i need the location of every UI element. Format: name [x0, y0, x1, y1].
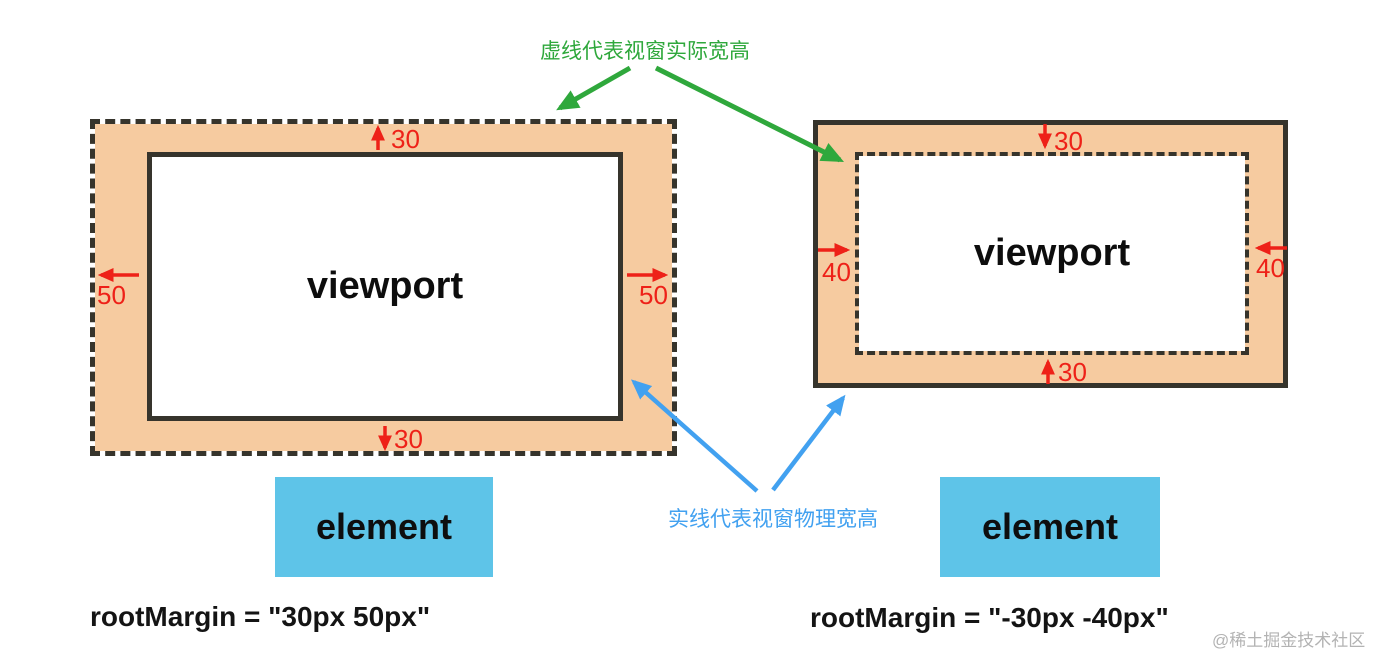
left-margin-right-value: 50	[639, 280, 668, 310]
left-rootmargin-caption: rootMargin = "30px 50px"	[90, 601, 431, 632]
left-viewport-label: viewport	[306, 265, 464, 307]
right-margin-top-value: 30	[1054, 126, 1083, 156]
right-element-label: element	[981, 506, 1119, 547]
left-element-box: element	[275, 477, 493, 577]
left-element-label: element	[315, 506, 453, 547]
blue-arrow-to-right-solid-border	[771, 394, 846, 492]
solid-line-note: 实线代表视窗物理宽高	[668, 508, 878, 531]
right-viewport-label: viewport	[973, 232, 1131, 274]
dashed-line-note: 虚线代表视窗实际宽高	[540, 40, 750, 63]
right-margin-right-value: 40	[1256, 253, 1285, 283]
left-expanded-root-dashed-box: viewport	[90, 119, 677, 456]
watermark: @稀土掘金技术社区	[1212, 631, 1366, 650]
right-element-box: element	[940, 477, 1160, 577]
right-margin-bottom-value: 30	[1058, 357, 1087, 387]
right-rootmargin-caption: rootMargin = "-30px -40px"	[810, 602, 1169, 633]
right-viewport-solid-box: viewport	[813, 120, 1288, 388]
green-arrow-to-left-dashed-border	[556, 65, 632, 111]
left-margin-left-value: 50	[97, 280, 126, 310]
left-margin-top-value: 30	[391, 124, 420, 154]
right-shrunken-root-dashed-box: viewport	[855, 152, 1249, 355]
left-viewport-solid-box: viewport	[147, 152, 623, 421]
left-margin-bottom-value: 30	[394, 424, 423, 454]
right-margin-left-value: 40	[822, 257, 851, 287]
